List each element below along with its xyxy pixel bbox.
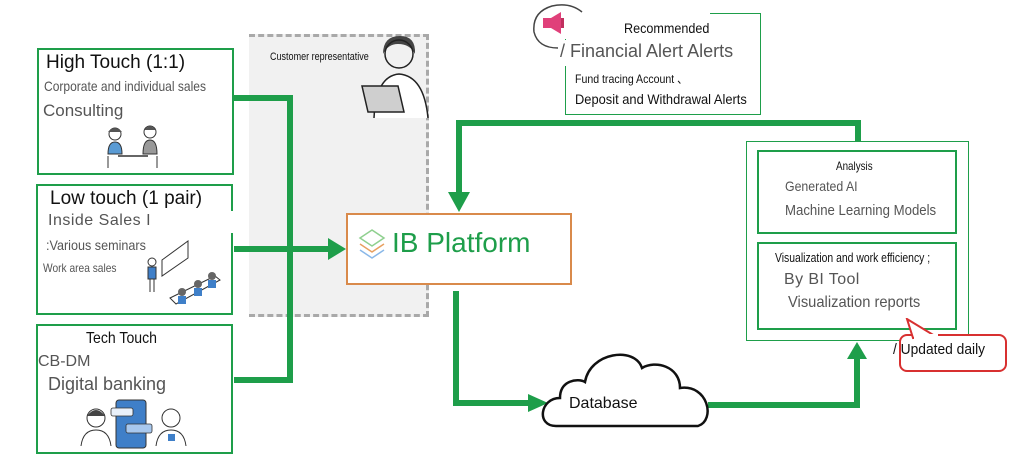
layers-icon — [358, 229, 386, 259]
visualization-line2: Visualization reports — [788, 294, 921, 311]
digital-banking-chat-icon — [80, 399, 187, 449]
database-cloud-shape — [541, 353, 709, 428]
high-touch-line2: Consulting — [43, 101, 124, 120]
alert-line2: Deposit and Withdrawal Alerts — [575, 91, 747, 107]
inside-sales-highlight — [45, 211, 245, 233]
low-touch-title: Low touch (1 pair) — [50, 188, 203, 209]
arrowhead-to-database — [528, 394, 548, 412]
analysis-title: Analysis — [836, 159, 873, 173]
updated-daily-callout — [899, 334, 1007, 372]
alert-line1: Fund tracing Account 、 — [575, 72, 688, 86]
high-touch-title: High Touch (1:1) — [46, 52, 186, 73]
updated-daily-label: / Updated daily — [893, 341, 986, 358]
customer-representative-icon — [361, 36, 429, 119]
low-touch-line2: :Various seminars — [46, 237, 146, 253]
arrowhead-to-platform-top — [448, 192, 470, 212]
analysis-box — [757, 150, 957, 234]
alert-title-mask — [555, 40, 735, 66]
connector-analysis-to-platform — [456, 120, 861, 195]
connector-platform-to-database — [453, 291, 530, 406]
high-touch-line1: Corporate and individual sales — [44, 78, 206, 94]
alert-title: / Financial Alert Alerts — [560, 41, 734, 61]
low-touch-line3: Work area sales — [43, 261, 117, 275]
connector-high-touch — [234, 95, 293, 383]
consulting-people-icon — [107, 125, 158, 168]
arrowhead-to-platform — [328, 238, 346, 260]
seminar-presenter-icon — [147, 240, 221, 305]
arrowhead-to-analysis — [847, 342, 867, 359]
database-label: Database — [569, 395, 638, 412]
alert-header: Recommended — [624, 20, 710, 36]
visualization-line1: By BI Tool — [784, 271, 860, 288]
tech-touch-line2: Digital banking — [48, 374, 167, 394]
low-touch-line1: Inside Sales I — [48, 212, 152, 229]
high-touch-box — [37, 48, 234, 175]
alert-header-mask — [560, 9, 710, 39]
analysis-line1: Generated AI — [785, 178, 858, 194]
customer-representative-label: Customer representative — [270, 51, 369, 63]
tech-touch-title: Tech Touch — [86, 330, 157, 347]
analysis-line2: Machine Learning Models — [785, 202, 937, 219]
ib-platform-box[interactable] — [346, 213, 572, 285]
visualization-title: Visualization and work efficiency ; — [775, 250, 931, 265]
callout-tail — [905, 318, 939, 340]
megaphone-icon — [543, 12, 564, 34]
ib-platform-label: IB Platform — [392, 227, 531, 258]
tech-touch-line1: CB-DM — [38, 353, 91, 370]
visualization-box — [757, 242, 957, 330]
connector-database-to-analysis — [708, 358, 860, 408]
megaphone-badge — [533, 4, 583, 49]
